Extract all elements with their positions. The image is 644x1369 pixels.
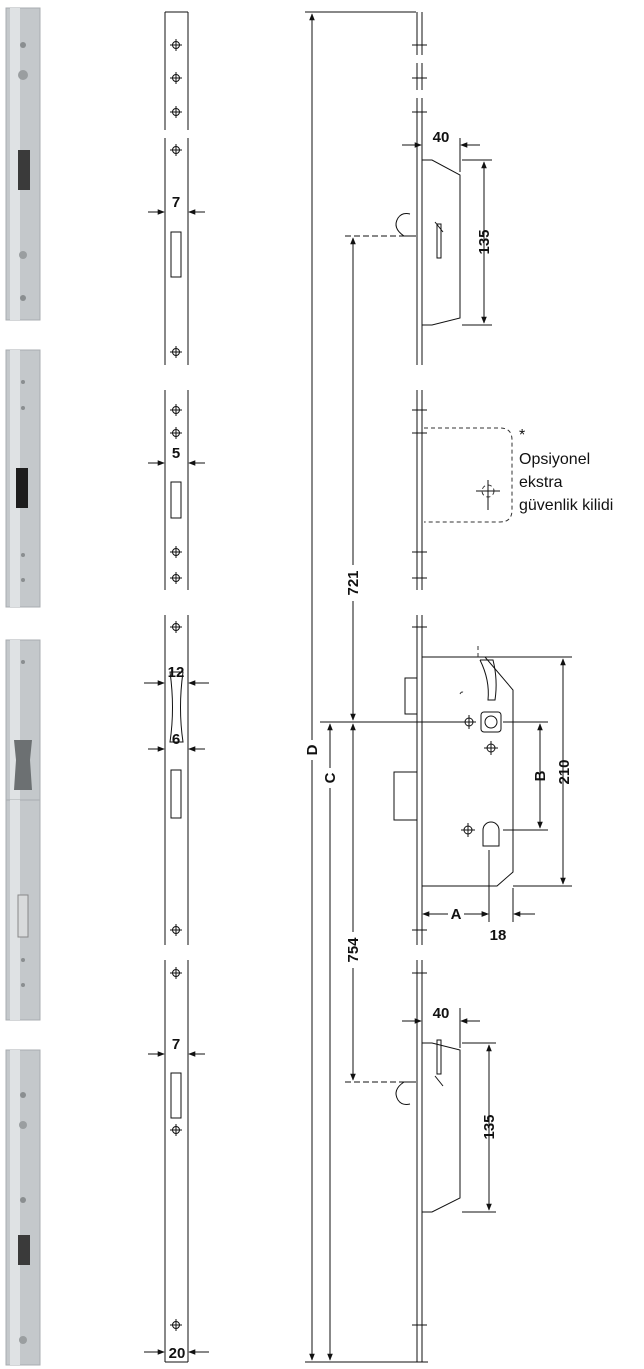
dim-label-5: 5 bbox=[172, 445, 180, 462]
faceplate-ticks bbox=[412, 44, 427, 1326]
lock-side-view: 40 135 * Opsiyonel ekstra güvenlik kilid… bbox=[304, 11, 613, 1363]
optional-lock-annotation: * Opsiyonel ekstra güvenlik kilidi bbox=[519, 427, 613, 514]
dim-strip-roller: 12 bbox=[144, 664, 209, 686]
screw-hole-icon bbox=[170, 346, 182, 358]
strip-outline bbox=[164, 11, 189, 1363]
dim-top-lock-depth: 40 bbox=[402, 129, 480, 172]
top-hook-lock-body bbox=[395, 159, 461, 326]
screw-hole-icon bbox=[170, 967, 182, 979]
annotation-line-3: güvenlik kilidi bbox=[519, 497, 613, 514]
screw-hole-icon bbox=[170, 404, 182, 416]
dim-label-c: C bbox=[322, 772, 339, 783]
dim-top-to-center: 721 bbox=[344, 237, 362, 721]
dim-faceplate-offset: 18 bbox=[470, 888, 535, 944]
dim-center-height: C bbox=[322, 723, 339, 1361]
bolt-cutout bbox=[170, 481, 182, 519]
screw-hole-icon bbox=[170, 572, 182, 584]
dim-main-lock-height: 210 bbox=[485, 656, 573, 887]
dim-strip-bottom: 20 bbox=[144, 1345, 209, 1362]
asterisk-mark: * bbox=[519, 427, 525, 444]
hook-cutout-bottom bbox=[170, 1072, 182, 1119]
photo-segment-mid bbox=[5, 349, 41, 608]
dim-overall-length: D bbox=[304, 13, 321, 1361]
screw-hole-icon bbox=[170, 39, 182, 51]
dim-bottom-lock-depth: 40 bbox=[402, 1005, 480, 1048]
screw-hole-icon bbox=[170, 106, 182, 118]
dim-strip-lower: 7 bbox=[148, 1036, 205, 1057]
dim-label-40-top: 40 bbox=[433, 129, 450, 146]
dim-label-7-lower: 7 bbox=[172, 1036, 180, 1053]
dim-strip-top: 7 bbox=[148, 194, 205, 215]
dim-label-20: 20 bbox=[169, 1345, 186, 1362]
dim-label-721: 721 bbox=[345, 570, 362, 595]
screw-hole-icon bbox=[170, 144, 182, 156]
dim-label-135-bottom: 135 bbox=[481, 1114, 498, 1139]
center-reference-lines bbox=[305, 11, 462, 1363]
dim-center-to-bottom: 754 bbox=[344, 723, 362, 1081]
dim-bottom-lock-height: 135 bbox=[462, 1042, 498, 1213]
faceplate-side bbox=[410, 12, 428, 1363]
dim-label-d: D bbox=[304, 744, 321, 755]
screw-hole-icon bbox=[170, 427, 182, 439]
roller-cutout bbox=[169, 671, 184, 743]
main-lock-case bbox=[393, 646, 514, 887]
screw-hole-icons bbox=[170, 39, 182, 1331]
dim-strip-latch: 6 bbox=[148, 731, 205, 752]
dim-label-18: 18 bbox=[490, 927, 507, 944]
faceplate-strip-drawing: 7 5 12 6 7 20 bbox=[144, 11, 209, 1363]
photo-segment-bottom bbox=[5, 1049, 41, 1366]
dim-label-b: B bbox=[532, 770, 549, 781]
dead-bolt bbox=[393, 771, 418, 821]
dim-top-lock-height: 135 bbox=[462, 159, 493, 326]
spindle-crosshair-icon bbox=[462, 715, 498, 755]
dim-label-a: A bbox=[451, 906, 462, 923]
hook-cutout-top bbox=[170, 231, 182, 278]
latch-bolt bbox=[404, 677, 418, 715]
dim-label-40-bottom: 40 bbox=[433, 1005, 450, 1022]
optional-security-lock-outline bbox=[424, 427, 513, 523]
dim-backset-b: B bbox=[503, 721, 549, 831]
dim-strip-mid: 5 bbox=[148, 445, 205, 466]
dim-label-7-top: 7 bbox=[172, 194, 180, 211]
annotation-line-2: ekstra bbox=[519, 474, 563, 491]
photo-segment-main-lock bbox=[5, 639, 41, 1021]
screw-hole-icon bbox=[170, 546, 182, 558]
cylinder-hole-icon bbox=[461, 821, 500, 847]
screw-hole-icon bbox=[170, 72, 182, 84]
spindle-square-icon bbox=[480, 711, 502, 733]
bottom-hook-lock-body bbox=[395, 1039, 461, 1213]
screw-hole-icon bbox=[170, 621, 182, 633]
photo-segment-top bbox=[5, 7, 41, 321]
dim-label-6: 6 bbox=[172, 731, 180, 748]
dim-label-12: 12 bbox=[168, 664, 185, 681]
annotation-line-1: Opsiyonel bbox=[519, 451, 590, 468]
dim-label-135-top: 135 bbox=[476, 229, 493, 254]
dim-label-754: 754 bbox=[345, 937, 362, 963]
screw-hole-icon bbox=[170, 1124, 182, 1136]
screw-hole-icon bbox=[170, 1319, 182, 1331]
dim-label-210: 210 bbox=[556, 759, 573, 784]
product-photo-strip bbox=[5, 7, 41, 1366]
screw-hole-icon bbox=[170, 924, 182, 936]
latch-cutout bbox=[170, 769, 182, 819]
